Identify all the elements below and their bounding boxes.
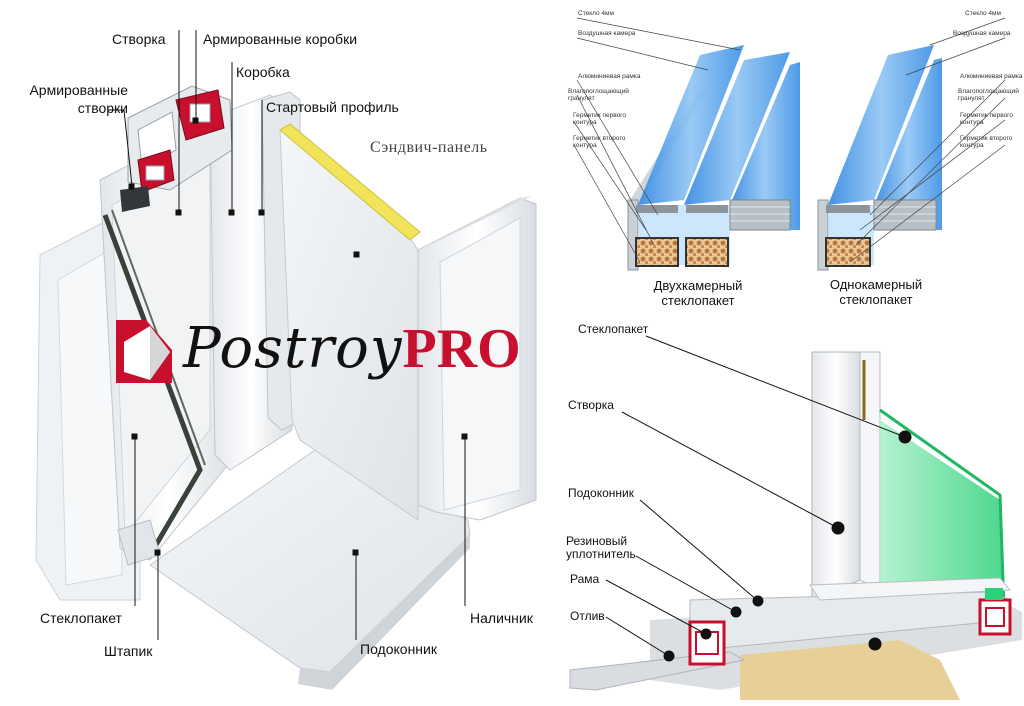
caption-single-line1: Однокамерный	[829, 277, 923, 292]
double-label-air-chamber: Воздушная камера	[578, 30, 636, 37]
single-label-desiccant-1: Влагопоглощающий	[958, 88, 1019, 95]
double-glass-2	[684, 52, 790, 205]
label-podokonnik-left: Подоконник	[360, 641, 437, 657]
caption-double-line1: Двухкамерный	[653, 278, 743, 293]
double-label-desiccant-2: гранулят	[568, 95, 595, 102]
profile-cutaway	[35, 85, 537, 690]
profile-cross-section	[120, 85, 233, 212]
yellow-edge-shape	[279, 123, 421, 241]
label-korobka: Коробка	[236, 64, 290, 80]
single-label-sealant1-1: Герметик первого	[960, 112, 1014, 119]
brand-pro-text: PRO	[402, 318, 521, 380]
double-label-sealant1-1: Герметик первого	[573, 112, 627, 119]
bottom-right-leader-lines	[605, 335, 912, 662]
single-label-desiccant-2: гранулят	[958, 95, 985, 102]
double-glazed-unit	[627, 45, 800, 271]
double-glass-3	[730, 62, 800, 230]
label-armirovannye-korobki: Армированные коробки	[203, 31, 358, 47]
label-armirovannye-stvorki-line2: створки	[77, 100, 128, 116]
label-nalichnik: Наличник	[470, 610, 533, 626]
label-rubber-seal-line1: Резиновый	[566, 534, 628, 548]
caption-double-line2: стеклопакет	[661, 293, 735, 308]
double-label-desiccant-1: Влагопоглощающий	[568, 88, 629, 95]
top-right-leader-lines	[573, 17, 1006, 263]
caption-single-line2: стеклопакет	[839, 292, 913, 307]
left-leader-lines	[108, 30, 468, 640]
single-label-glass: Стекло 4мм	[965, 10, 1001, 17]
single-label-sealant2-2: контура	[960, 142, 984, 149]
window-section	[569, 351, 1022, 700]
single-label-sealant2-1: Герметик второго	[960, 135, 1013, 142]
green-glass-unit	[880, 420, 1004, 610]
frame-reinforcement-2	[978, 598, 1012, 636]
label-stvorka-right: Створка	[568, 398, 614, 412]
single-glass-2	[874, 58, 942, 230]
label-armirovannye-stvorki-line1: Армированные	[29, 82, 128, 98]
label-rubber-seal-line2: уплотнитель	[566, 547, 636, 561]
brand-wordmark: PostroyPRO	[183, 316, 521, 381]
label-podokonnik-right: Подоконник	[568, 486, 634, 500]
label-startovyi-profil: Стартовый профиль	[266, 99, 399, 115]
label-steklopaket-left: Стеклопакет	[40, 610, 122, 626]
brand-script-text: Postroy	[183, 316, 403, 381]
double-label-sealant2-1: Герметик второго	[573, 135, 626, 142]
frame-vertical	[811, 351, 861, 601]
label-otliv: Отлив	[570, 609, 605, 623]
single-glazed-unit	[817, 45, 942, 271]
double-glass-1	[638, 45, 744, 205]
double-label-glass: Стекло 4мм	[578, 10, 614, 17]
double-label-sealant1-2: контура	[573, 119, 597, 126]
single-glass-1	[828, 45, 934, 205]
single-label-sealant1-2: контура	[960, 119, 984, 126]
double-label-aluminium-frame: Алюминиевая рамка	[578, 73, 641, 80]
brand-logo-icon	[116, 320, 172, 383]
label-shtapik: Штапик	[104, 643, 153, 659]
label-rama: Рама	[570, 572, 600, 586]
label-sendvich-panel: Сэндвич-панель	[370, 139, 488, 156]
label-stvorka: Створка	[112, 31, 166, 47]
insulation-shape	[740, 640, 960, 700]
double-label-sealant2-2: контура	[573, 142, 597, 149]
label-steklopaket-right: Стеклопакет	[578, 322, 649, 336]
single-label-air-chamber: Воздушная камера	[953, 30, 1011, 37]
single-label-aluminium-frame: Алюминиевая рамка	[960, 73, 1023, 80]
